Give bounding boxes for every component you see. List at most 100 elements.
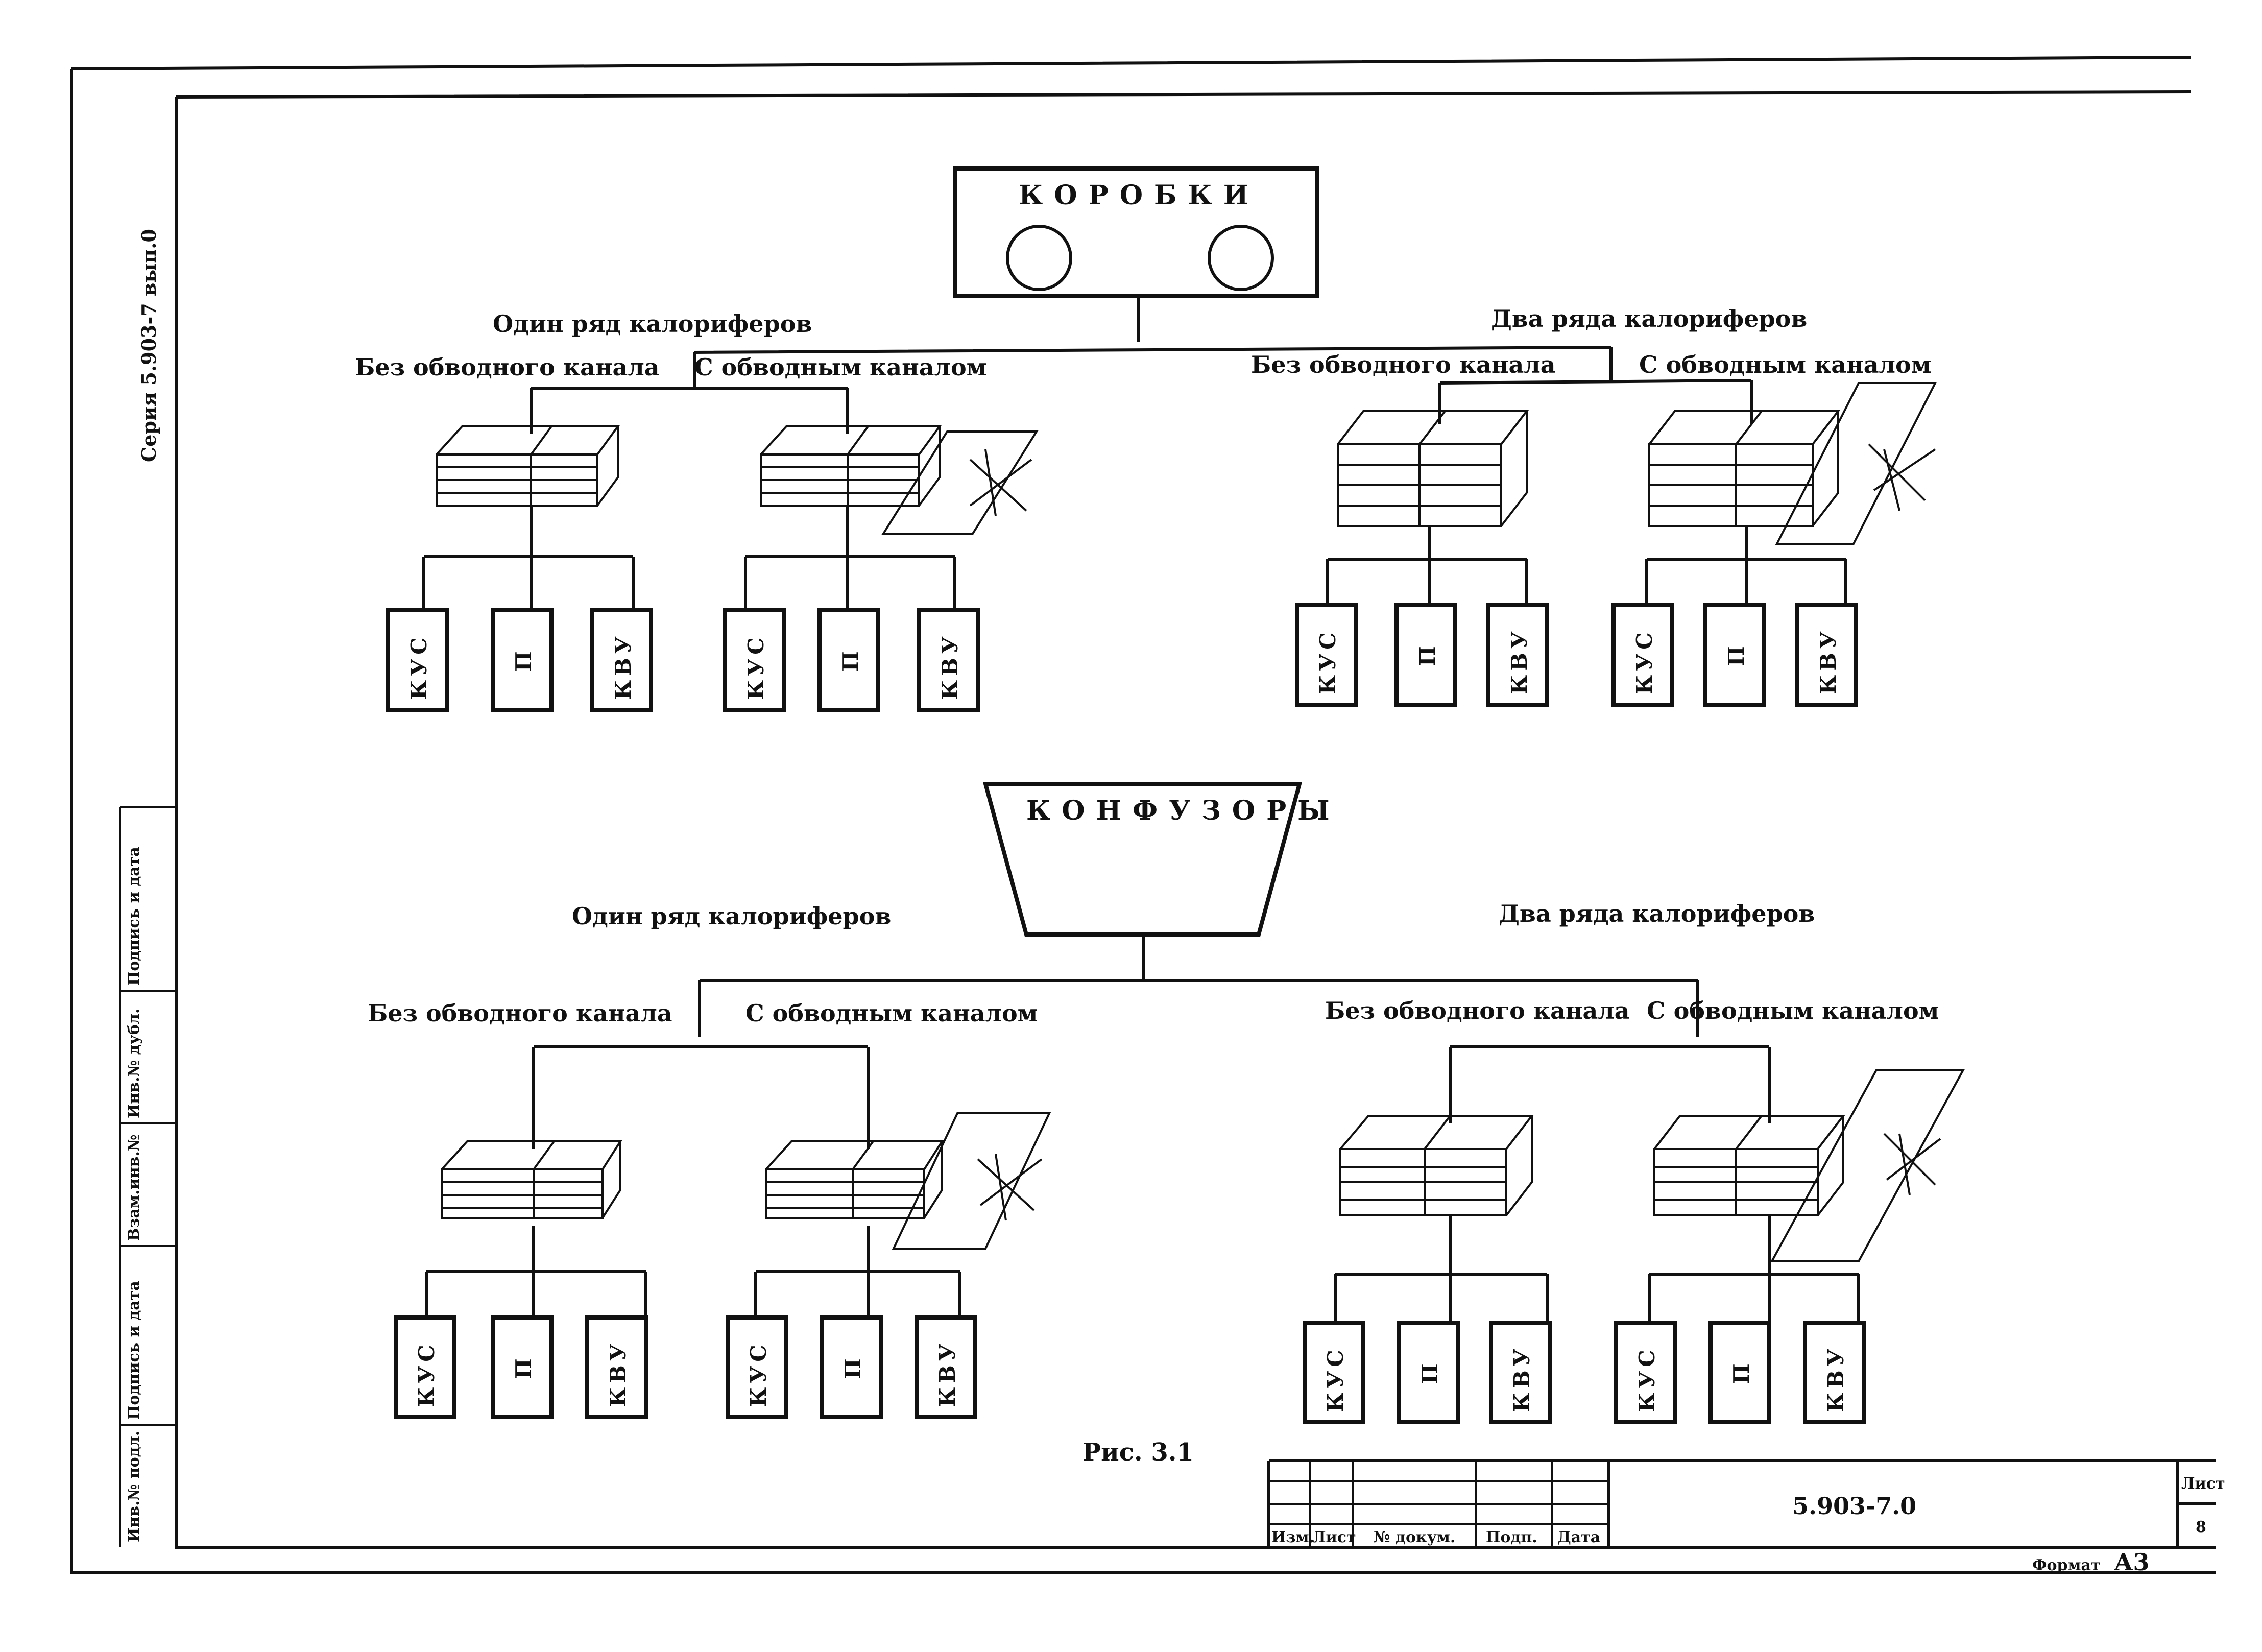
leaf-box: КУС [723,608,786,712]
heater-block-icon [1337,410,1529,527]
heater-block-icon [765,1140,944,1219]
leaf-box: П [491,608,554,712]
bypass-damper-icon [892,1112,1051,1250]
leaf-box: П [1708,1321,1771,1424]
stamp-3: Взам.инв.№ [125,1134,143,1241]
svg-text:П: П [511,647,536,672]
leaf-box: КВУ [1795,603,1858,707]
stamp-5: Инв.№ подл. [125,1431,143,1542]
svg-text:КУС: КУС [1634,1346,1659,1412]
svg-text:КУС: КУС [414,1340,439,1407]
svg-text:П: П [1415,642,1440,666]
heater-block-icon [1653,1115,1846,1216]
svg-text:КУС: КУС [1323,1346,1348,1412]
leaf-box: КВУ [1486,603,1549,707]
svg-text:КВУ: КВУ [1823,1345,1848,1412]
document-code: 5.903-7.0 [1792,1492,1916,1520]
figure-caption: Рис. 3.1 [1082,1438,1194,1467]
boxes-title-block: КОРОБКИ [953,166,1319,298]
variant-label: С обводным каналом [1647,997,1939,1024]
variant-label: Без обводного канала [355,353,660,381]
circle-icon [1208,225,1274,291]
leaf-box: КУС [1303,1321,1365,1424]
svg-text:КВУ: КВУ [937,632,962,700]
svg-text:КВУ: КВУ [606,1339,631,1407]
leaf-box: П [820,1315,883,1419]
svg-text:П: П [1724,642,1749,666]
leaf-box: П [1397,1321,1460,1424]
leaf-box: КВУ [917,608,980,712]
section-title: КОНФУЗОРЫ [1026,795,1341,826]
group-label: Два ряда калориферов [1491,305,1807,332]
confusers-title-block: КОНФУЗОРЫ [982,782,1341,937]
side-stamp-strip: Подпись и дата Инв.№ дубл. Взам.инв.№ По… [119,806,176,1547]
circle-icon [1006,225,1072,291]
bypass-damper-icon [881,430,1039,535]
leaf-box: КВУ [1489,1321,1552,1424]
svg-text:П: П [511,1354,536,1379]
svg-text:КУС: КУС [1315,628,1340,695]
heater-block-icon [1339,1115,1534,1216]
leaf-box: П [817,608,880,712]
svg-text:КВУ: КВУ [611,632,636,700]
leaf-box: КВУ [915,1315,977,1419]
col-list: Лист [1312,1528,1356,1546]
variant-label: Без обводного канала [1251,351,1556,378]
leaf-box: КУС [394,1315,456,1419]
group-label: Два ряда калориферов [1499,900,1815,927]
col-izm: Изм. [1271,1528,1314,1546]
leaf-box: КУС [1614,1321,1677,1424]
variant-label: С обводным каналом [1639,351,1932,378]
variant-label: Без обводного канала [368,999,672,1027]
svg-text:КВУ: КВУ [935,1339,960,1407]
heater-block-icon [436,425,620,507]
svg-text:КУС: КУС [746,1340,771,1407]
leaf-box: КУС [1611,603,1674,707]
format-value: А3 [2114,1548,2149,1576]
svg-text:П: П [838,647,863,672]
stamp-4: Подпись и дата [125,1281,143,1420]
col-sign: Подп. [1486,1528,1537,1546]
series-label: Серия 5.903-7 вып.0 [137,229,160,462]
inner-frame [175,90,2216,1549]
svg-text:П: П [840,1354,865,1379]
svg-text:КВУ: КВУ [1816,627,1841,695]
svg-text:КВУ: КВУ [1507,627,1532,695]
section-title: КОРОБКИ [1019,180,1260,211]
svg-text:КУС: КУС [1632,628,1657,695]
heater-block-icon [760,425,942,507]
title-block: Изм. Лист № докум. Подп. Дата 5.903-7.0 … [1267,1459,2225,1547]
section-boxes: КОРОБКИ Один ряд калориферов Два ряда ка… [355,166,1937,712]
bypass-damper-icon [1770,1069,1965,1262]
leaf-box: КВУ [1803,1321,1866,1424]
leaf-box: КУС [1295,603,1358,707]
col-doc: № докум. [1374,1528,1455,1546]
sheet-number: 8 [2196,1518,2206,1536]
svg-text:КУС: КУС [743,633,768,700]
group-label: Один ряд калориферов [572,902,891,930]
variant-label: Без обводного канала [1325,997,1630,1024]
leaf-box: П [1394,603,1457,707]
tree-lines [422,296,1847,610]
leaf-box: П [491,1315,554,1419]
format-label: Формат [2032,1557,2101,1574]
bypass-damper-icon [1775,382,1937,545]
leaf-box: КУС [726,1315,788,1419]
heater-block-icon [441,1140,622,1219]
heater-block-icon [1648,410,1841,527]
group-label: Один ряд калориферов [493,310,812,338]
outer-frame [70,56,2216,1574]
leaf-box: КВУ [590,608,653,712]
leaf-box: КУС [386,608,449,712]
svg-text:П: П [1729,1359,1754,1384]
svg-text:П: П [1417,1359,1442,1384]
stamp-2: Инв.№ дубл. [125,1009,143,1118]
col-date: Дата [1557,1528,1600,1546]
variant-label: С обводным каналом [745,999,1038,1027]
tree-lines [425,935,1860,1323]
stamp-1: Подпись и дата [125,847,143,986]
section-confusers: КОНФУЗОРЫ Один ряд калориферов Два ряда … [368,782,1965,1424]
leaf-box: КВУ [585,1315,648,1419]
svg-text:КВУ: КВУ [1509,1345,1534,1412]
sheet-label: Лист [2181,1475,2225,1493]
